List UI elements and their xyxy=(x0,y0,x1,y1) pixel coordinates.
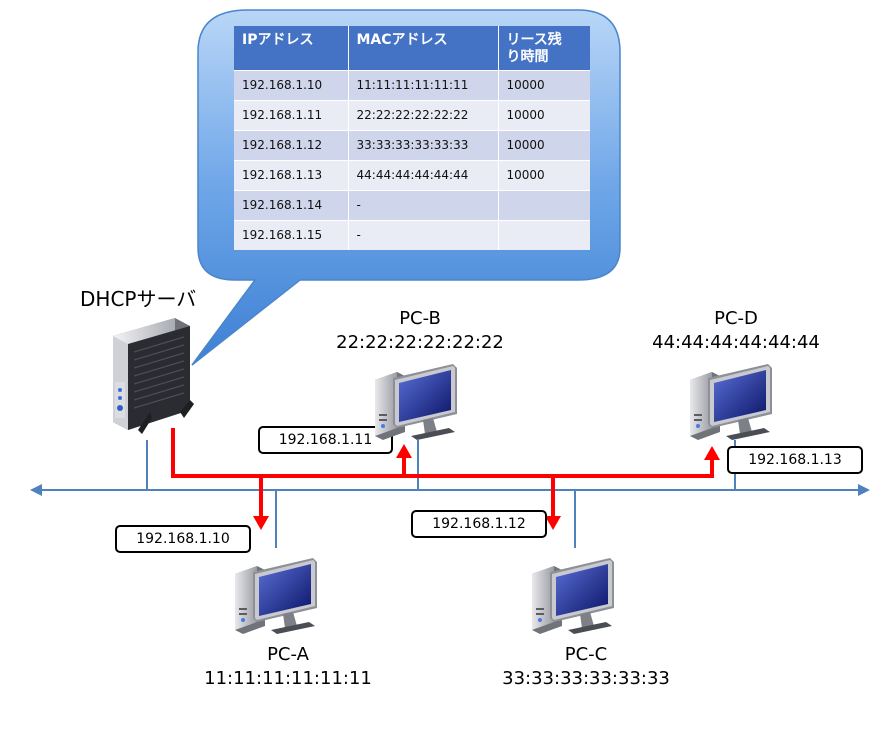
pc-b-name: PC-B xyxy=(399,308,441,329)
cell-lease: 10000 xyxy=(498,69,590,100)
header-lease-line2: り時間 xyxy=(506,49,549,65)
table-row: 192.168.1.12 33:33:33:33:33:33 10000 xyxy=(234,129,590,160)
arrow-to-pc-b xyxy=(396,444,412,458)
pc-d-name: PC-D xyxy=(714,308,758,329)
cell-ip: 192.168.1.14 xyxy=(234,189,349,220)
pc-a-mac: 11:11:11:11:11:11 xyxy=(204,668,372,689)
pc-d-ip-box: 192.168.1.13 xyxy=(727,446,863,474)
table-row: 192.168.1.14 - xyxy=(234,189,590,220)
pc-c-name: PC-C xyxy=(564,644,608,665)
pc-c-mac: 33:33:33:33:33:33 xyxy=(502,668,670,689)
lease-path-arrowheads xyxy=(253,444,720,530)
pc-b-ip-box: 192.168.1.11 xyxy=(258,426,393,454)
cell-lease: 10000 xyxy=(498,99,590,130)
cell-ip: 192.168.1.15 xyxy=(234,219,349,250)
lease-table-header: IPアドレス MACアドレス リース残り時間 xyxy=(234,26,590,70)
cell-ip: 192.168.1.12 xyxy=(234,129,349,160)
pc-a-label: PC-A 11:11:11:11:11:11 xyxy=(198,643,378,691)
table-row: 192.168.1.15 - xyxy=(234,219,590,250)
server-label: DHCPサーバ xyxy=(80,287,197,311)
cell-ip: 192.168.1.11 xyxy=(234,99,349,130)
cell-mac: 33:33:33:33:33:33 xyxy=(348,129,499,160)
cell-ip: 192.168.1.13 xyxy=(234,159,349,190)
arrow-to-pc-d xyxy=(704,446,720,460)
table-row: 192.168.1.13 44:44:44:44:44:44 10000 xyxy=(234,159,590,190)
pc-a-ip-box: 192.168.1.10 xyxy=(115,525,251,553)
cell-lease: 10000 xyxy=(498,159,590,190)
cell-lease: 10000 xyxy=(498,129,590,160)
header-ip: IPアドレス xyxy=(234,26,349,70)
pc-b-icon xyxy=(375,364,457,440)
pc-b-label: PC-B 22:22:22:22:22:22 xyxy=(330,307,510,355)
lease-path xyxy=(171,428,714,518)
pc-c-label: PC-C 33:33:33:33:33:33 xyxy=(496,643,676,691)
arrow-to-pc-c xyxy=(545,516,561,530)
pc-c-icon xyxy=(532,558,614,634)
pc-d-icon xyxy=(690,364,772,440)
cell-lease xyxy=(498,219,590,250)
pc-c-ip-box: 192.168.1.12 xyxy=(411,510,547,538)
cell-mac: 11:11:11:11:11:11 xyxy=(348,69,499,100)
table-row: 192.168.1.10 11:11:11:11:11:11 10000 xyxy=(234,69,590,100)
header-lease-line1: リース残 xyxy=(506,32,562,48)
cell-mac: - xyxy=(348,189,499,220)
pc-a-name: PC-A xyxy=(267,644,309,665)
table-row: 192.168.1.11 22:22:22:22:22:22 10000 xyxy=(234,99,590,130)
pc-b-mac: 22:22:22:22:22:22 xyxy=(336,332,504,353)
cell-mac: - xyxy=(348,219,499,250)
arrow-to-pc-a xyxy=(253,516,269,530)
cell-mac: 22:22:22:22:22:22 xyxy=(348,99,499,130)
server-icon xyxy=(113,318,194,434)
pc-a-icon xyxy=(235,558,317,634)
header-lease-time: リース残り時間 xyxy=(498,26,590,70)
cell-mac: 44:44:44:44:44:44 xyxy=(348,159,499,190)
cell-ip: 192.168.1.10 xyxy=(234,69,349,100)
header-mac: MACアドレス xyxy=(348,26,499,70)
pc-d-mac: 44:44:44:44:44:44 xyxy=(652,332,820,353)
lease-table: IPアドレス MACアドレス リース残り時間 192.168.1.10 11:1… xyxy=(234,26,590,250)
cell-lease xyxy=(498,189,590,220)
pc-d-label: PC-D 44:44:44:44:44:44 xyxy=(646,307,826,355)
